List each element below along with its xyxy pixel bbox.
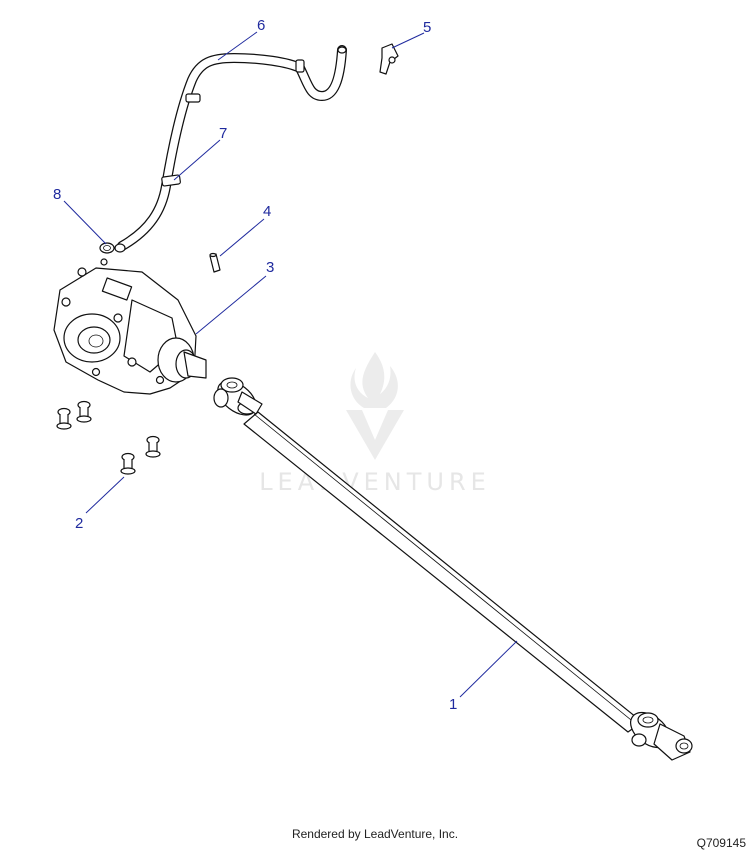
bolt [76, 400, 92, 423]
diagram-code: Q709145 [696, 836, 746, 850]
callout-6[interactable]: 6 [257, 17, 265, 34]
callout-2[interactable]: 2 [75, 515, 83, 532]
callout-1[interactable]: 1 [449, 696, 457, 713]
vent-hose[interactable] [114, 45, 347, 253]
bolt [145, 435, 161, 458]
watermark-text: LEADVENTURE [259, 468, 491, 496]
callout-7[interactable]: 7 [219, 125, 227, 142]
pin[interactable] [209, 252, 221, 273]
callout-3[interactable]: 3 [266, 259, 274, 276]
callout-8[interactable]: 8 [53, 186, 61, 203]
watermark-v-icon [346, 410, 404, 460]
callout-labels: 1 2 3 4 5 6 7 8 [53, 17, 457, 713]
bolt [120, 452, 136, 475]
hose-clamp[interactable] [99, 242, 115, 254]
bolt [56, 407, 72, 430]
hose-clip[interactable] [161, 174, 181, 187]
leadventure-watermark: LEADVENTURE [259, 352, 491, 496]
callout-4[interactable]: 4 [263, 203, 271, 220]
callout-5[interactable]: 5 [423, 19, 431, 36]
bolt-group[interactable] [56, 400, 161, 475]
watermark-flame-icon [350, 352, 398, 408]
front-gearcase[interactable] [53, 258, 207, 395]
leader-lines [63, 31, 518, 698]
prop-shaft[interactable] [212, 374, 693, 761]
vent-fitting[interactable] [379, 43, 399, 75]
render-credit: Rendered by LeadVenture, Inc. [291, 827, 459, 841]
